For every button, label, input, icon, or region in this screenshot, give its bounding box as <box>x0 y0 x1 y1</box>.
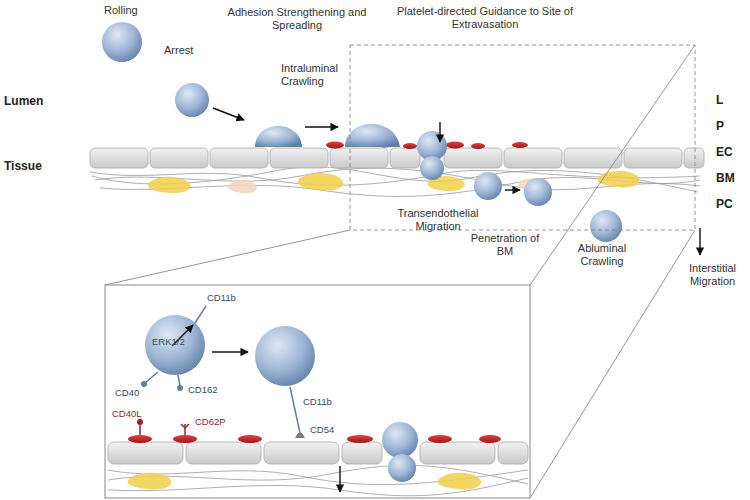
molecule-label: CD62P <box>195 416 235 427</box>
molecule-label: CD11b <box>303 396 343 407</box>
molecule-label: CD40L <box>112 408 152 419</box>
layer-label: BM <box>716 172 746 185</box>
region-label: Tissue <box>4 160 64 173</box>
stage-label: Arrest <box>164 44 214 57</box>
region-label: Lumen <box>4 95 64 108</box>
stage-label: Platelet-directed Guidance to Site of Ex… <box>385 5 585 31</box>
layer-label: EC <box>716 146 746 159</box>
molecule-label: CD54 <box>310 424 350 435</box>
layer-label: L <box>716 94 746 107</box>
stage-label: Interstitial Migration <box>679 262 746 288</box>
layer-label: PC <box>716 198 746 211</box>
stage-label: Transendothelial Migration <box>392 207 484 233</box>
stage-label: Intraluminal Crawling <box>281 62 347 88</box>
stage-label: Adhesion Strengthening and Spreading <box>222 6 372 32</box>
stage-label: Abluminal Crawling <box>566 242 638 268</box>
molecule-label: CD11b <box>207 292 247 303</box>
stage-label: Penetration of BM <box>470 232 540 258</box>
stage-label: Rolling <box>104 4 164 17</box>
molecule-label: ERK1/2 <box>152 336 192 347</box>
molecule-label: CD162 <box>188 384 228 395</box>
molecule-label: CD40 <box>115 387 155 398</box>
layer-label: P <box>716 120 746 133</box>
